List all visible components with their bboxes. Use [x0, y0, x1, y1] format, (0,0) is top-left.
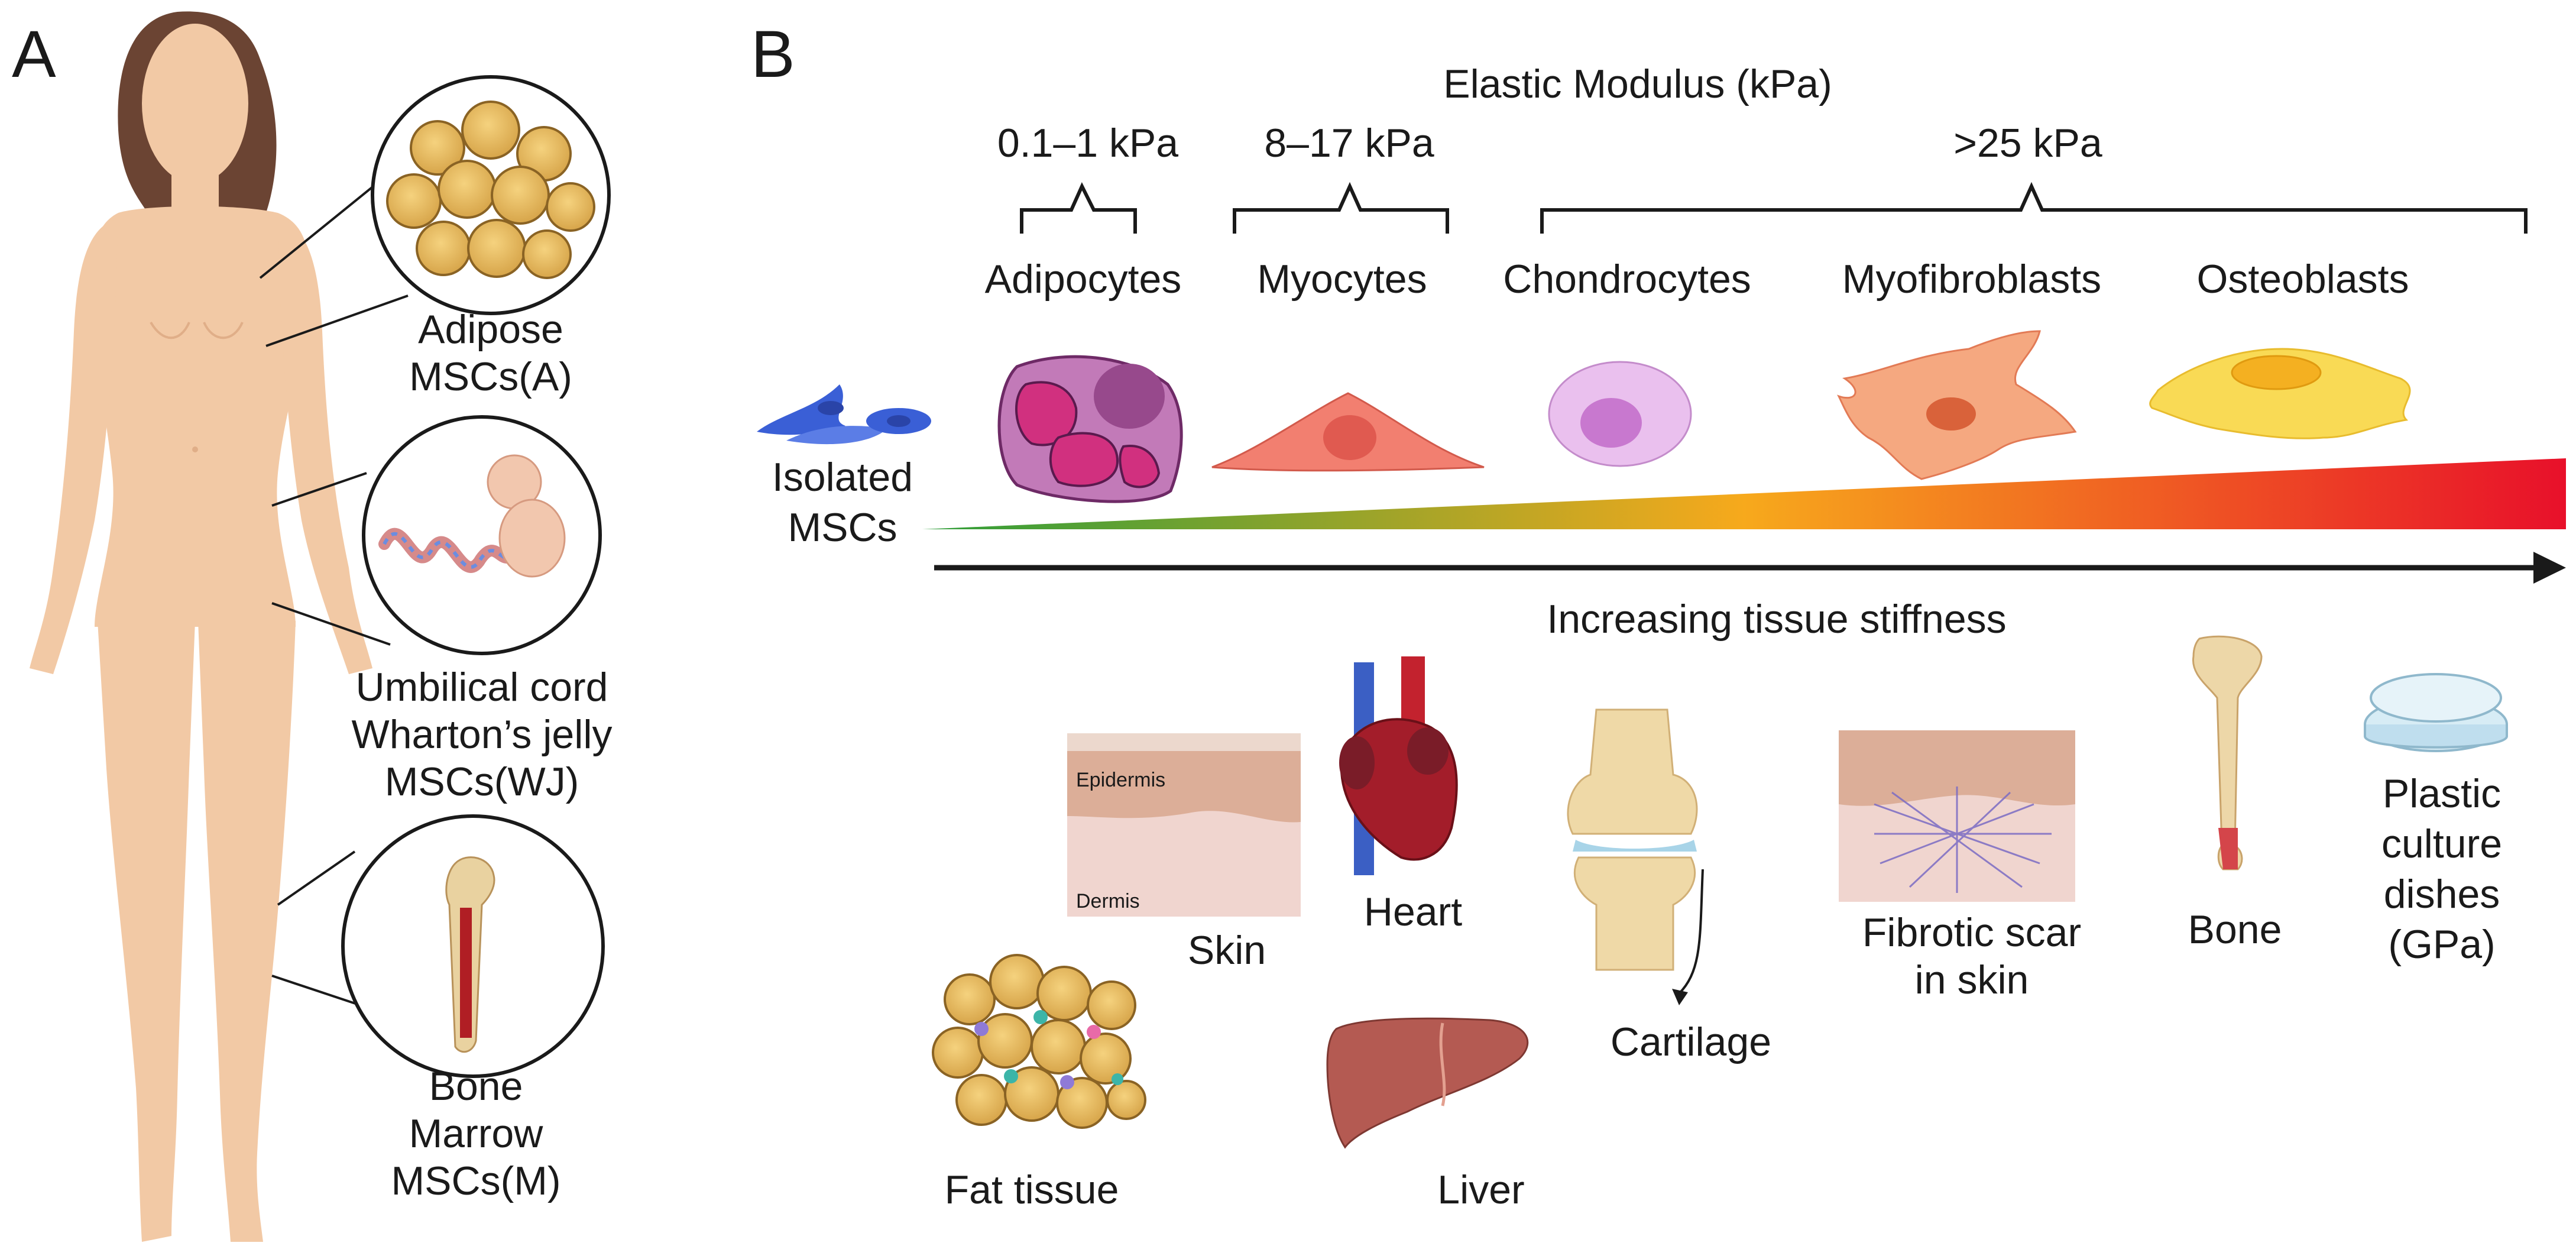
bracket-3 — [1540, 182, 2528, 234]
marrow-label-2: Marrow — [409, 1111, 544, 1156]
myofibroblast-cell — [1837, 330, 2077, 480]
cell-label-myocytes: Myocytes — [1257, 257, 1427, 302]
isolated-label-1: Isolated — [772, 455, 913, 500]
dishes-label-2: culture — [2381, 821, 2502, 866]
msc-cells — [757, 384, 931, 445]
umbilical-inset — [362, 415, 602, 655]
adipose-inset — [371, 75, 611, 315]
cell-label-chondrocytes: Chondrocytes — [1503, 257, 1751, 302]
fat-cells — [386, 101, 595, 279]
skin-tissue — [1067, 733, 1301, 917]
modulus-title: Elastic Modulus (kPa) — [1443, 62, 1832, 106]
adipose-label-2: MSCs(A) — [409, 354, 572, 399]
heart-organ — [1339, 656, 1458, 875]
fat-tissue-cells — [974, 1010, 1123, 1089]
heart-label: Heart — [1364, 889, 1462, 934]
left-arm — [30, 219, 118, 674]
umbilical-label-3: MSCs(WJ) — [385, 759, 579, 804]
cell-label-myofibroblasts: Myofibroblasts — [1842, 257, 2101, 302]
right-leg — [198, 621, 296, 1242]
left-leg — [98, 621, 195, 1242]
culture-dish — [2364, 673, 2508, 752]
liver-organ — [1326, 1017, 1529, 1149]
range-brackets — [1020, 182, 2528, 234]
fetus — [487, 454, 566, 578]
marrow-label-1: Bone — [429, 1064, 523, 1109]
epidermis-label: Epidermis — [1076, 769, 1165, 791]
umbilical-cord — [378, 527, 520, 573]
osteoblast-cell — [2149, 348, 2411, 439]
umbilical-label-2: Wharton’s jelly — [352, 712, 613, 757]
scar-label-1: Fibrotic scar — [1862, 910, 2081, 955]
stiffness-arrow — [934, 552, 2566, 584]
dishes-label-4: (GPa) — [2388, 922, 2495, 967]
bone-label: Bone — [2188, 907, 2282, 952]
knee-joint — [1567, 708, 1704, 1005]
cell-label-adipocytes: Adipocytes — [985, 257, 1182, 302]
skin-label: Skin — [1188, 928, 1266, 973]
umbilical-label-1: Umbilical cord — [356, 665, 608, 710]
liver-label: Liver — [1437, 1167, 1524, 1212]
stiffness-gradient-wedge — [922, 458, 2566, 529]
chondrocyte-cell — [1548, 361, 1692, 467]
bracket-1 — [1020, 182, 1137, 234]
myocyte-cell — [1211, 392, 1485, 472]
fat-tissue-label: Fat tissue — [945, 1167, 1119, 1212]
marrow-label-3: MSCs(M) — [391, 1158, 560, 1203]
adipocyte-cell — [997, 355, 1183, 503]
panel-b-label: B — [751, 17, 795, 91]
head — [142, 24, 248, 183]
bone-tissue — [2192, 635, 2263, 870]
human-figure — [30, 11, 372, 1242]
dermis-label: Dermis — [1076, 890, 1140, 912]
cartilage-label: Cartilage — [1611, 1020, 1771, 1064]
cell-label-osteoblasts: Osteoblasts — [2196, 257, 2409, 302]
range-label-2: 8–17 kPa — [1264, 121, 1434, 166]
range-label-3: >25 kPa — [1953, 121, 2102, 166]
pointer-lines — [259, 176, 409, 1006]
adipose-label-1: Adipose — [418, 307, 563, 352]
bracket-2 — [1233, 182, 1449, 234]
dishes-label-3: dishes — [2384, 872, 2500, 917]
panel-a-label: A — [12, 17, 56, 91]
dishes-label-1: Plastic — [2383, 771, 2501, 816]
stiffness-axis-label: Increasing tissue stiffness — [1547, 597, 2006, 642]
isolated-label-2: MSCs — [788, 505, 897, 550]
torso — [90, 206, 310, 627]
fat-tissue — [932, 954, 1146, 1129]
scar-label-2: in skin — [1915, 957, 2029, 1002]
fibrotic-scar — [1839, 730, 2075, 902]
marrow-inset — [341, 814, 605, 1078]
marrow-cavity — [460, 908, 472, 1038]
range-label-1: 0.1–1 kPa — [997, 121, 1178, 166]
